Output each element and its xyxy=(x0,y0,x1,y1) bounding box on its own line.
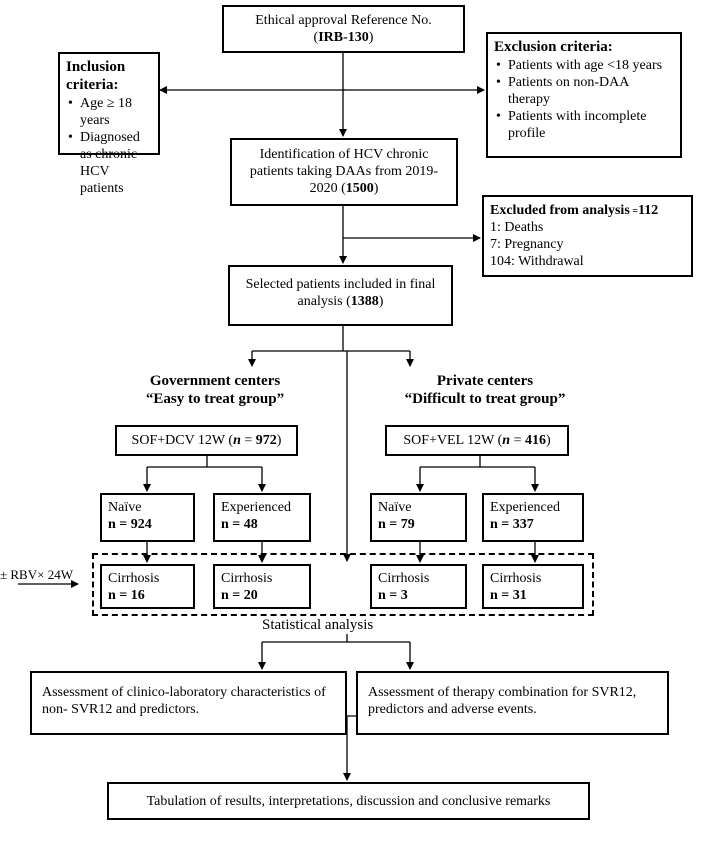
exclusion-list: Patients with age <18 years Patients on … xyxy=(494,57,674,142)
cirrhosis-box: Cirrhosis n = 16 xyxy=(100,564,195,609)
group-box: Experienced n = 48 xyxy=(213,493,311,542)
regimen-priv-pre: SOF+VEL 12W ( xyxy=(403,433,503,448)
inclusion-list: Age ≥ 18 years Diagnosed as chronic HCV … xyxy=(66,95,152,197)
exclusion-title: Exclusion criteria: xyxy=(494,39,613,55)
identification-count: 1500 xyxy=(345,181,374,196)
identification-box: Identification of HCV chronic patients t… xyxy=(230,138,458,206)
selected-count: 1388 xyxy=(350,294,379,309)
assessment-left-text: Assessment of clinico-laboratory charact… xyxy=(42,685,326,717)
approval-line: Ethical approval Reference No. xyxy=(255,13,432,28)
inclusion-title: Inclusion criteria: xyxy=(66,59,126,93)
tabulation-text: Tabulation of results, interpretations, … xyxy=(146,794,551,809)
exclusion-item: Patients with incomplete profile xyxy=(496,108,674,142)
regimen-gov-count: 972 xyxy=(255,433,277,448)
group-box: Experienced n = 337 xyxy=(482,493,584,542)
government-heading: Government centers “Easy to treat group” xyxy=(115,372,315,408)
cirrhosis-name: Cirrhosis xyxy=(221,571,273,586)
excluded-total: 112 xyxy=(637,203,659,218)
regimen-priv-box: SOF+VEL 12W (n = 416) xyxy=(385,425,569,456)
approval-close: ) xyxy=(368,30,374,45)
cirrhosis-name: Cirrhosis xyxy=(378,571,430,586)
selected-patients-box: Selected patients included in final anal… xyxy=(228,265,453,326)
cirrhosis-count: n = 20 xyxy=(221,588,258,603)
private-heading: Private centers “Difficult to treat grou… xyxy=(373,372,597,408)
group-count: n = 48 xyxy=(221,517,258,532)
regimen-gov-box: SOF+DCV 12W (n = 972) xyxy=(115,425,298,456)
cirrhosis-count: n = 31 xyxy=(490,588,527,603)
government-line1: Government centers xyxy=(149,373,281,389)
group-box: Naïve n = 79 xyxy=(370,493,467,542)
group-count: n = 79 xyxy=(378,517,415,532)
assessment-left-box: Assessment of clinico-laboratory charact… xyxy=(30,671,347,735)
exclusion-item: Patients on non-DAA therapy xyxy=(496,74,674,108)
group-box: Naïve n = 924 xyxy=(100,493,195,542)
cirrhosis-name: Cirrhosis xyxy=(108,571,160,586)
excluded-eq: = xyxy=(629,206,638,217)
group-name: Experienced xyxy=(221,500,291,515)
approval-ref: IRB-130 xyxy=(318,30,369,45)
inclusion-criteria-box: Inclusion criteria: Age ≥ 18 years Diagn… xyxy=(58,52,160,196)
regimen-priv-n: n xyxy=(502,433,511,448)
excluded-item: 104: Withdrawal xyxy=(490,254,584,269)
statistical-analysis-label: Statistical analysis xyxy=(262,617,374,633)
identification-close: ) xyxy=(373,181,379,196)
assessment-right-box: Assessment of therapy combination for SV… xyxy=(356,671,669,735)
group-name: Naïve xyxy=(108,500,142,515)
excluded-title: Excluded from analysis xyxy=(490,203,630,218)
regimen-priv-count: 416 xyxy=(524,433,546,448)
inclusion-item: Age ≥ 18 years xyxy=(68,95,152,129)
cirrhosis-dashed-region xyxy=(92,553,594,616)
inclusion-item: Diagnosed as chronic HCV patients xyxy=(68,129,152,197)
cirrhosis-box: Cirrhosis n = 31 xyxy=(482,564,584,609)
private-line2: “Difficult to treat group” xyxy=(404,391,566,407)
group-count: n = 924 xyxy=(108,517,152,532)
regimen-priv-close: ) xyxy=(545,433,551,448)
cirrhosis-box: Cirrhosis n = 20 xyxy=(213,564,311,609)
excluded-item: 7: Pregnancy xyxy=(490,237,564,252)
regimen-gov-eq: = xyxy=(240,433,256,448)
government-line2: “Easy to treat group” xyxy=(145,391,285,407)
selected-text: Selected patients included in final anal… xyxy=(245,277,436,309)
cirrhosis-box: Cirrhosis n = 3 xyxy=(370,564,467,609)
excluded-item: 1: Deaths xyxy=(490,220,544,235)
excluded-box: Excluded from analysis =112 1: Deaths 7:… xyxy=(482,195,693,277)
ethical-approval-box: Ethical approval Reference No. (IRB-130) xyxy=(222,5,465,53)
identification-open: ( xyxy=(337,181,346,196)
group-count: n = 337 xyxy=(490,517,534,532)
identification-text: Identification of HCV chronic patients t… xyxy=(249,147,439,196)
cirrhosis-count: n = 3 xyxy=(378,588,408,603)
exclusion-item: Patients with age <18 years xyxy=(496,57,674,74)
regimen-gov-n: n xyxy=(233,433,241,448)
regimen-priv-eq: = xyxy=(510,433,525,448)
rbv-label: ± RBV× 24W xyxy=(0,567,73,582)
exclusion-criteria-box: Exclusion criteria: Patients with age <1… xyxy=(486,32,682,158)
tabulation-box: Tabulation of results, interpretations, … xyxy=(107,782,590,820)
regimen-gov-pre: SOF+DCV 12W ( xyxy=(131,433,234,448)
selected-close: ) xyxy=(378,294,384,309)
group-name: Experienced xyxy=(490,500,560,515)
approval-open: ( xyxy=(313,30,319,45)
private-line1: Private centers xyxy=(436,373,534,389)
cirrhosis-name: Cirrhosis xyxy=(490,571,542,586)
selected-open: ( xyxy=(342,294,351,309)
assessment-right-text: Assessment of therapy combination for SV… xyxy=(368,685,637,717)
group-name: Naïve xyxy=(378,500,412,515)
regimen-gov-close: ) xyxy=(276,433,282,448)
cirrhosis-count: n = 16 xyxy=(108,588,145,603)
